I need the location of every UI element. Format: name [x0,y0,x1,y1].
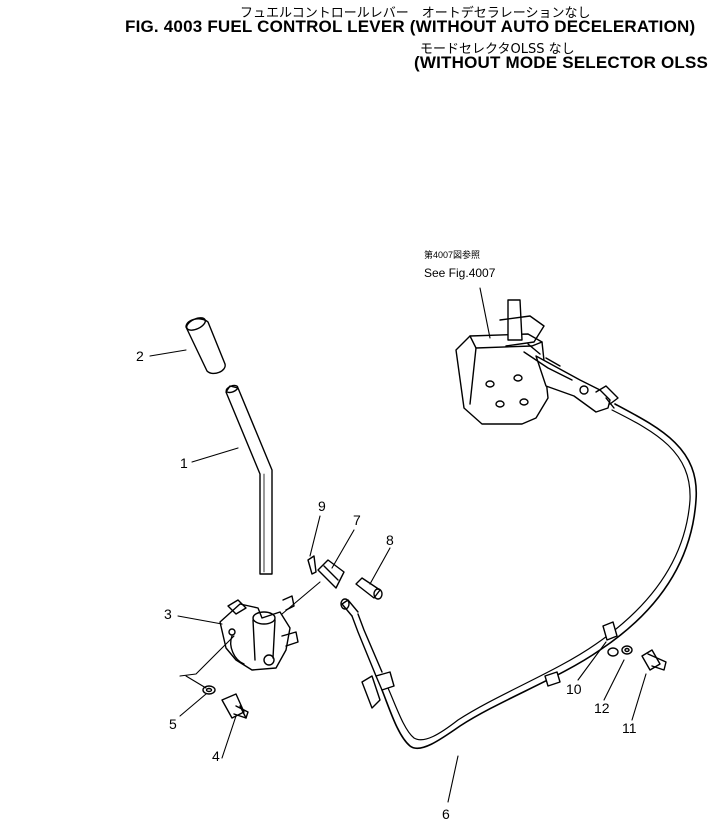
part-upper-bracket [455,299,619,425]
callout-10: 10 [566,681,582,697]
callout-9: 9 [318,498,326,514]
part-bolt-11 [641,649,667,671]
callout-12: 12 [594,700,610,716]
callout-5: 5 [169,716,177,732]
part-washer-10 [607,647,619,657]
callout-2: 2 [136,348,144,364]
reference-label-jp: 第4007図参照 [424,249,480,260]
callout-1: 1 [180,455,188,471]
title-jp-line2: モードセレクタOLSS なし [420,42,575,57]
part-control-cable [340,403,697,750]
callout-4: 4 [212,748,220,764]
part-grip [185,317,226,375]
part-pin-8 [355,577,383,600]
callout-11: 11 [622,720,637,736]
title-block: フュエルコントロールレバー オートデセラレーションなし FIG. 4003 FU… [0,0,708,80]
part-joint-7 [317,559,345,589]
part-lever-rod [225,384,273,575]
callout-7: 7 [353,512,361,528]
leader-lines [149,287,647,803]
callout-6: 6 [442,806,450,819]
part-washer-12 [621,645,633,655]
callout-8: 8 [386,532,394,548]
title-jp-line1: フュエルコントロールレバー オートデセラレーションなし [240,6,591,21]
callout-3: 3 [164,606,172,622]
title-en-line2: (WITHOUT MODE SELECTOR OLSS) [414,53,708,72]
reference-label-en: See Fig.4007 [424,266,496,280]
part-washer-5 [202,685,216,695]
title-en-line1: FIG. 4003 FUEL CONTROL LEVER (WITHOUT AU… [125,17,696,36]
part-bolt-4 [221,693,249,719]
part-lever-bracket [219,595,299,671]
part-pin-9 [307,555,317,575]
